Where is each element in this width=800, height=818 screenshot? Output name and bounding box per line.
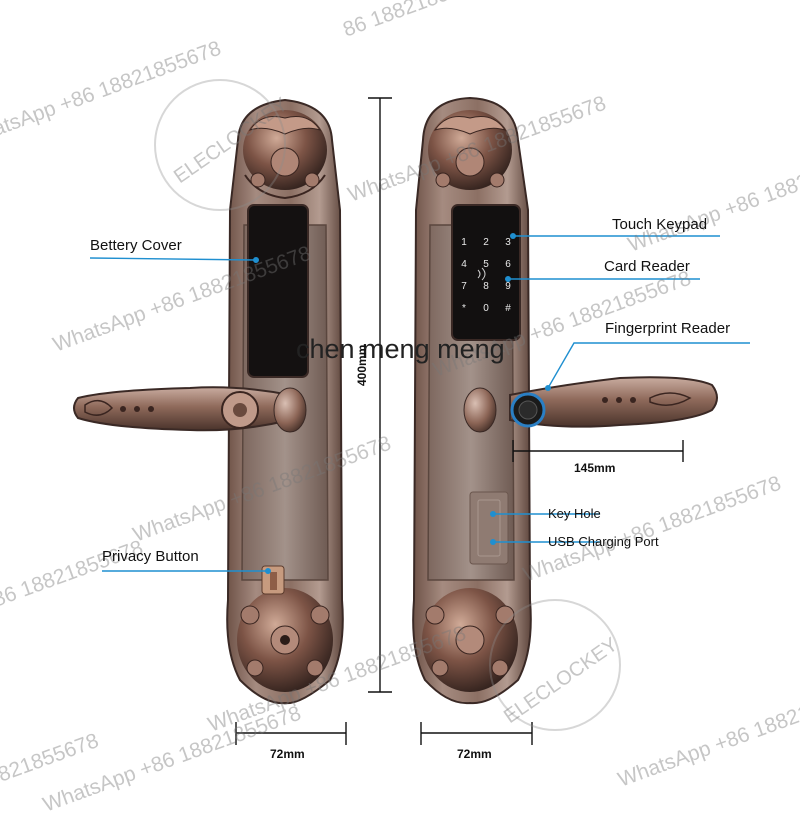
- left-bottom-ornament: [237, 588, 333, 692]
- card-reader-mark: [477, 267, 486, 281]
- label-key-hole: Key Hole: [548, 506, 601, 521]
- center-watermark-text: chen meng meng: [296, 334, 505, 364]
- label-card-reader: Card Reader: [604, 258, 690, 275]
- label-touch-keypad: Touch Keypad: [612, 216, 708, 233]
- keypad-key: 8: [483, 281, 489, 292]
- dimension-height: 400mm: [355, 344, 369, 386]
- watermark-logo-top: [154, 79, 286, 211]
- right-top-ornament: [428, 110, 512, 190]
- keypad-key: 0: [483, 303, 489, 314]
- label-fingerprint-reader: Fingerprint Reader: [605, 320, 731, 337]
- keypad-key: 1: [461, 237, 467, 248]
- keypad-key: 2: [483, 237, 489, 248]
- keypad-key: 7: [461, 281, 467, 292]
- keypad-key: 5: [483, 259, 489, 270]
- left-lock: [73, 98, 344, 705]
- key-hole-cover: [469, 491, 509, 565]
- keypad-key: *: [462, 303, 466, 314]
- label-usb-charging-port: USB Charging Port: [548, 534, 659, 549]
- watermark-logo-bottom: [489, 599, 621, 731]
- dimension-width-right: 72mm: [457, 747, 492, 761]
- label-battery-cover: Bettery Cover: [90, 237, 182, 254]
- label-privacy-button: Privacy Button: [102, 548, 199, 565]
- right-handle: [463, 376, 718, 433]
- keypad-key: 4: [461, 259, 467, 270]
- keypad-key: #: [505, 303, 511, 314]
- keypad-key: 9: [505, 281, 511, 292]
- right-lock: 1 2 3 4 5 6 7 8 9 * 0 #: [412, 96, 718, 705]
- touch-keypad-panel: [451, 204, 521, 341]
- dimension-lines: [235, 97, 684, 745]
- callout-dots: [253, 233, 551, 574]
- battery-cover: [247, 204, 309, 378]
- keypad-keys: 1 2 3 4 5 6 7 8 9 * 0 #: [461, 237, 511, 314]
- lock-illustration: 1 2 3 4 5 6 7 8 9 * 0 #: [73, 79, 750, 745]
- right-bottom-ornament: [422, 588, 518, 692]
- keypad-key: 3: [505, 237, 511, 248]
- keypad-key: 6: [505, 259, 511, 270]
- left-top-ornament: [243, 110, 327, 200]
- dimension-width-left: 72mm: [270, 747, 305, 761]
- dimension-handle-length: 145mm: [574, 461, 616, 475]
- left-handle: [73, 386, 307, 433]
- callout-lines: [89, 235, 750, 572]
